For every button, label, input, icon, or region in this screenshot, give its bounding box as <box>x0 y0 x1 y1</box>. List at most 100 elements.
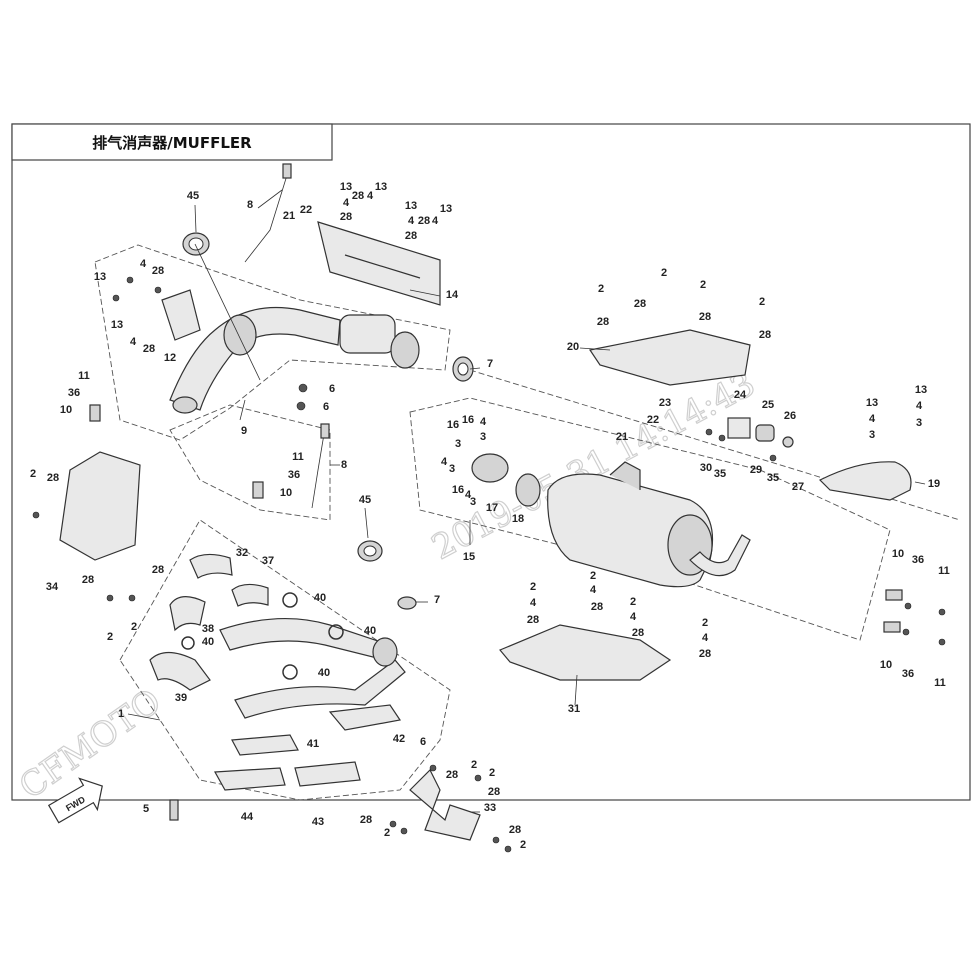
callout-label: 28 <box>360 814 372 826</box>
heat-shield-slot <box>344 254 421 279</box>
bolt-marker <box>902 628 910 636</box>
fwd-arrow-icon <box>47 777 103 824</box>
heat-shield-42 <box>328 704 402 731</box>
callout-label: 28 <box>699 311 711 323</box>
leader-45a <box>194 204 197 233</box>
callout-label: 10 <box>880 659 892 671</box>
callout-label: 11 <box>938 565 950 577</box>
callout-label: 4 <box>916 400 923 412</box>
callout-label: 25 <box>762 399 774 411</box>
callout-label: 36 <box>288 469 300 481</box>
callout-label: 28 <box>47 472 59 484</box>
callout-label: 20 <box>567 341 579 353</box>
callout-label: 31 <box>568 703 580 715</box>
callout-label: 40 <box>318 667 330 679</box>
callout-label: 35 <box>767 472 779 484</box>
callout-label: 28 <box>759 329 771 341</box>
callout-label: 35 <box>714 468 726 480</box>
callout-label: 6 <box>323 401 329 413</box>
callout-label: 45 <box>359 494 371 506</box>
bolt-marker <box>474 774 482 782</box>
callout-label: 44 <box>241 811 254 823</box>
callout-label: 13 <box>866 397 878 409</box>
callout-label: 13 <box>340 181 352 193</box>
heat-shield-bottom <box>499 624 672 681</box>
callout-label: 40 <box>314 592 326 604</box>
front-pipe-lower <box>234 659 406 719</box>
callout-label: 7 <box>487 358 493 370</box>
callout-label: 39 <box>175 692 187 704</box>
callout-label: 4 <box>630 611 637 623</box>
header-inlet-flange <box>172 396 198 414</box>
diagram-frame <box>11 123 971 801</box>
callout-label: 4 <box>130 336 137 348</box>
callout-label: 2 <box>661 267 667 279</box>
bolt-marker <box>504 845 512 853</box>
leader-lines <box>127 189 926 813</box>
elbow-37 <box>231 583 269 607</box>
callout-label: 2 <box>702 617 708 629</box>
callout-label: 3 <box>916 417 922 429</box>
leader-9 <box>239 399 246 421</box>
callout-label: 16 <box>462 414 474 426</box>
callout-label: 3 <box>455 438 461 450</box>
bolt-marker <box>904 602 912 610</box>
callout-label: 11 <box>934 677 946 689</box>
callout-label: 4 <box>408 215 415 227</box>
o2-sensor-cable-lower <box>311 427 326 509</box>
callout-label: 8 <box>341 459 347 471</box>
callout-label: 4 <box>140 258 147 270</box>
gasket-lower-hole <box>363 545 377 557</box>
callout-label: 2 <box>700 279 706 291</box>
callout-label: 26 <box>784 410 796 422</box>
fastener-markers <box>32 276 946 853</box>
header-flange <box>223 314 257 356</box>
spring-10a <box>89 404 101 422</box>
callout-label: 10 <box>892 548 904 560</box>
bolt-marker <box>938 608 946 616</box>
callout-label: 2 <box>107 631 113 643</box>
rubber-mount-25 <box>755 424 775 442</box>
callout-label: 4 <box>480 416 487 428</box>
callout-label: 3 <box>869 429 875 441</box>
callout-label: 22 <box>647 414 659 426</box>
callout-label: 28 <box>591 601 603 613</box>
group-outline-muffler <box>409 397 891 641</box>
callout-label: 5 <box>143 803 149 815</box>
callout-label: 42 <box>393 733 405 745</box>
leader-45b <box>364 507 369 539</box>
clamp-40a <box>282 592 298 608</box>
bolt-marker <box>429 764 437 772</box>
callout-label: 4 <box>343 197 350 209</box>
front-pipe-flange <box>372 637 398 667</box>
muffler-bracket <box>609 461 641 490</box>
title-box <box>11 123 333 161</box>
nut-marker <box>298 383 308 393</box>
callout-label: 13 <box>111 319 123 331</box>
callout-label: 21 <box>616 431 628 443</box>
callout-label: 36 <box>902 668 914 680</box>
leader-31 <box>574 674 578 706</box>
callout-label: 4 <box>465 489 472 501</box>
callout-label: 4 <box>432 215 439 227</box>
callout-label: 6 <box>329 383 335 395</box>
callout-label: 32 <box>236 547 248 559</box>
callout-label: 15 <box>463 551 475 563</box>
leader-7a <box>469 367 481 370</box>
callout-label: 28 <box>632 627 644 639</box>
callout-label: 28 <box>352 190 364 202</box>
callout-label: 28 <box>527 614 539 626</box>
header-pipe <box>169 306 341 411</box>
callout-label: 28 <box>597 316 609 328</box>
callout-label: 36 <box>68 387 80 399</box>
heat-shield-44 <box>214 767 286 791</box>
callout-label: 45 <box>187 190 199 202</box>
callout-label: 2 <box>630 596 636 608</box>
callout-label: 36 <box>912 554 924 566</box>
bolt-marker <box>938 638 946 646</box>
clamp-40d <box>181 636 195 650</box>
callout-label: 38 <box>202 623 214 635</box>
diagram-title: 排气消声器/MUFFLER <box>92 134 252 152</box>
